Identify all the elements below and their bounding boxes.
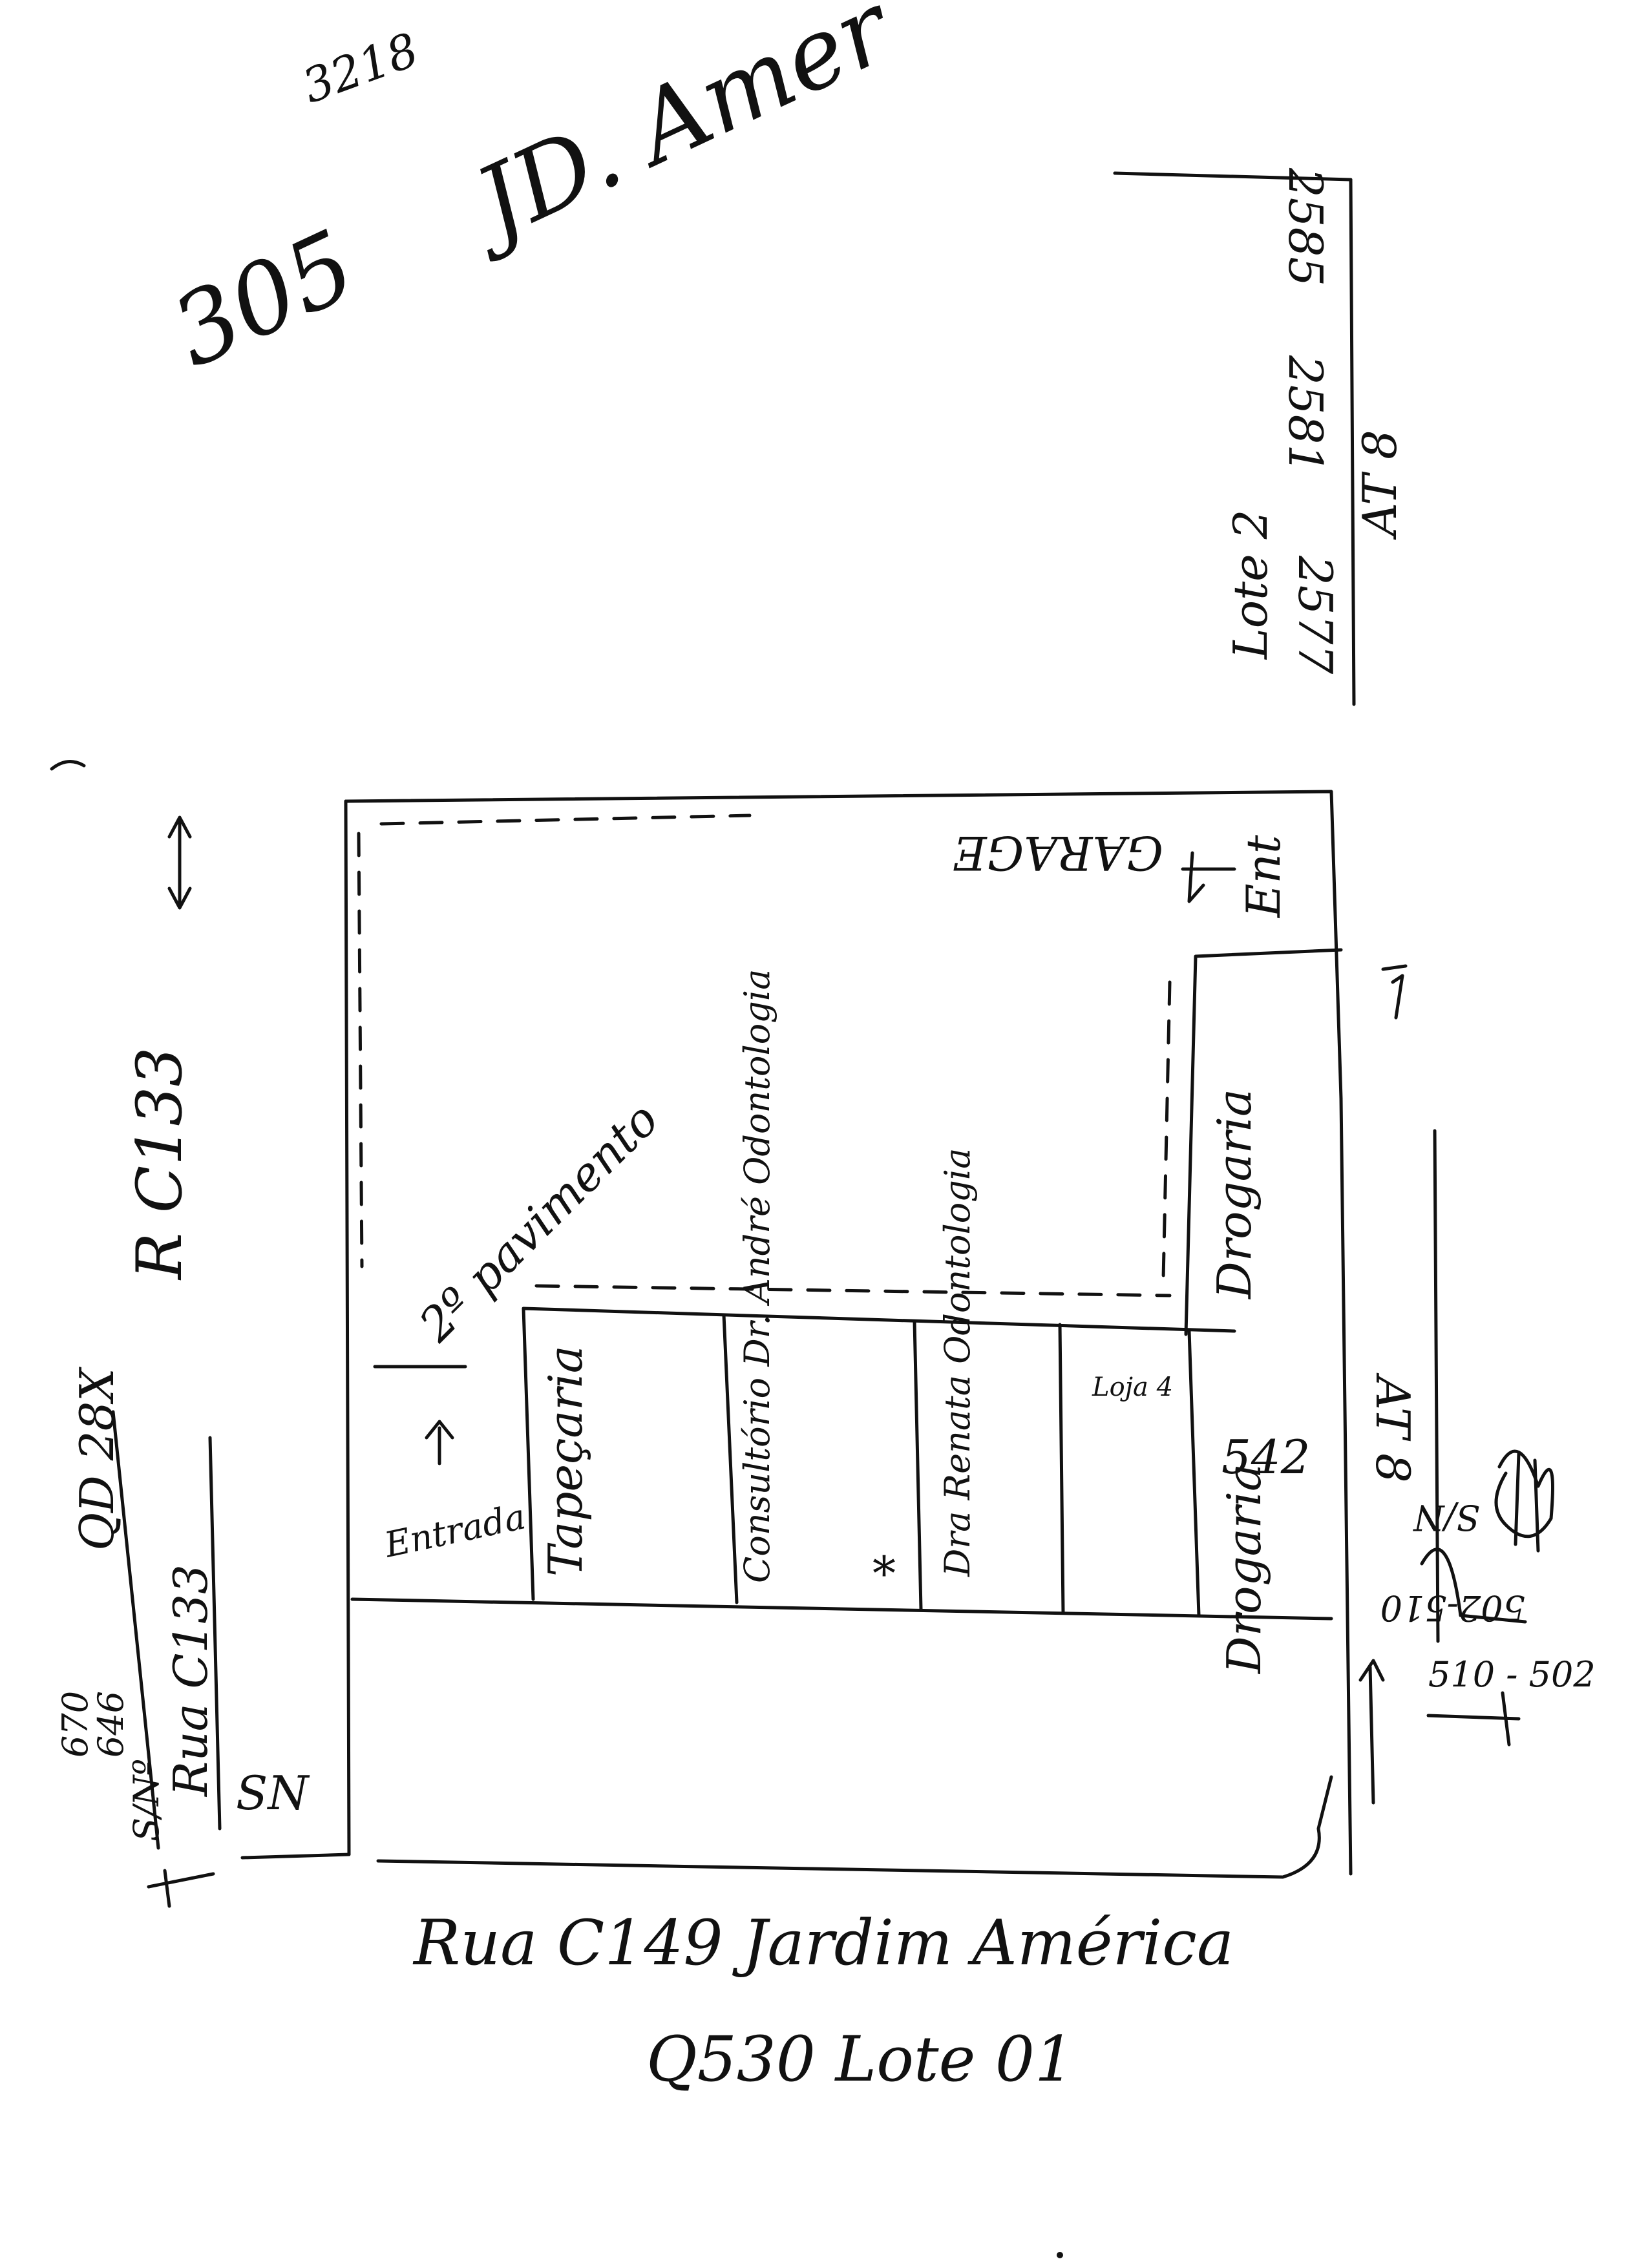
right-side-numbers-label: 510 - 502 bbox=[1428, 1654, 1596, 1695]
left-street-line-inner bbox=[208, 1436, 222, 1831]
lot-bottom-edge bbox=[376, 1775, 1333, 1879]
right-side-curve bbox=[1420, 1548, 1527, 1624]
stray-dot bbox=[1057, 2252, 1063, 2258]
left-bottom-arrow-icon bbox=[147, 1869, 215, 1908]
right-side-street-label: AT 8 bbox=[1366, 1372, 1420, 1483]
scribble-mark bbox=[1494, 1449, 1554, 1553]
double-arrow-icon bbox=[167, 815, 192, 910]
street-number-2577: 2577 bbox=[1288, 555, 1342, 674]
rua-label: Rua C133 bbox=[164, 1564, 218, 1798]
sn-label: SN bbox=[236, 1766, 310, 1820]
corner-number: 542 bbox=[1221, 1430, 1310, 1484]
shop-divider-3 bbox=[913, 1319, 923, 1611]
title-number: 305 bbox=[156, 209, 372, 390]
shop-label-2: Consultório Dr. André Odontologia bbox=[737, 969, 777, 1583]
shops-bottom-line bbox=[350, 1597, 1333, 1621]
right-top-arrow-icon bbox=[1381, 964, 1408, 1020]
garage-entry-label: Ent bbox=[1236, 834, 1291, 919]
asterisk-icon: * bbox=[872, 1546, 896, 1601]
shop-divider-4 bbox=[1058, 1323, 1065, 1614]
entrance-arrow-icon bbox=[425, 1420, 454, 1465]
left-curb-mark bbox=[50, 760, 86, 771]
street-number-2585: 2585 bbox=[1278, 167, 1333, 286]
shop-divider-2 bbox=[722, 1313, 739, 1604]
right-side-sn-label: S/N bbox=[1413, 1497, 1480, 1538]
right-side-numbers-upside: 502-510 bbox=[1380, 1588, 1525, 1628]
crossing-label: QD 28X bbox=[70, 1367, 124, 1551]
shop-label-4: Loja 4 bbox=[1092, 1372, 1173, 1402]
left-street-name: R C133 bbox=[123, 1047, 196, 1281]
footer-lot-line: Q530 Lote 01 bbox=[646, 2023, 1074, 2095]
garage-dashed-left bbox=[357, 832, 364, 1268]
drugstore-dashed-line bbox=[1161, 980, 1172, 1281]
lot-bottom-left-edge bbox=[240, 1853, 351, 1860]
garage-dashed-top bbox=[379, 814, 752, 826]
lot-label: Lote 2 bbox=[1223, 510, 1278, 660]
garage-entry-arrow-icon bbox=[1181, 851, 1236, 903]
shop-label-1: Tapeçaria bbox=[538, 1345, 593, 1577]
drugstore-upper-block bbox=[1184, 948, 1343, 1336]
left-street-line-outer bbox=[111, 1410, 160, 1850]
shops-top-line bbox=[522, 1307, 1236, 1333]
lot-top-edge bbox=[344, 790, 1343, 1100]
drugstore-upper-label: Drogaria bbox=[1207, 1089, 1262, 1300]
shop-divider-1 bbox=[522, 1307, 535, 1601]
shop-divider-5 bbox=[1187, 1329, 1201, 1617]
right-bottom-arrow-icon bbox=[1358, 1659, 1385, 1805]
shop-label-3: Dra Renata Odontologia bbox=[937, 1148, 978, 1577]
right-side-arrow-icon bbox=[1426, 1691, 1521, 1747]
street-number-2581: 2581 bbox=[1278, 355, 1333, 474]
right-side-street-line bbox=[1433, 1129, 1440, 1643]
right-street-name: AT 8 bbox=[1353, 430, 1407, 540]
garage-label: GARAGE bbox=[953, 826, 1163, 880]
entrance-label: Entrada bbox=[381, 1496, 529, 1566]
lot-left-edge bbox=[344, 799, 351, 1856]
second-floor-dashed-line bbox=[534, 1284, 1172, 1297]
code-number: 3218 bbox=[295, 22, 425, 114]
left-number-sn: S/Nº bbox=[126, 1759, 167, 1842]
footer-street-line: Rua C149 Jardim América bbox=[412, 1907, 1234, 1979]
title-text: JD. Amer bbox=[445, 0, 911, 268]
left-number-646: 646 bbox=[90, 1691, 131, 1758]
lot-right-edge bbox=[1339, 1097, 1353, 1876]
right-street-line bbox=[1349, 178, 1356, 706]
top-right-street-line bbox=[1113, 171, 1353, 182]
drugstore-corner-label: Drogaria bbox=[1217, 1464, 1271, 1675]
left-number-670: 670 bbox=[55, 1691, 96, 1758]
